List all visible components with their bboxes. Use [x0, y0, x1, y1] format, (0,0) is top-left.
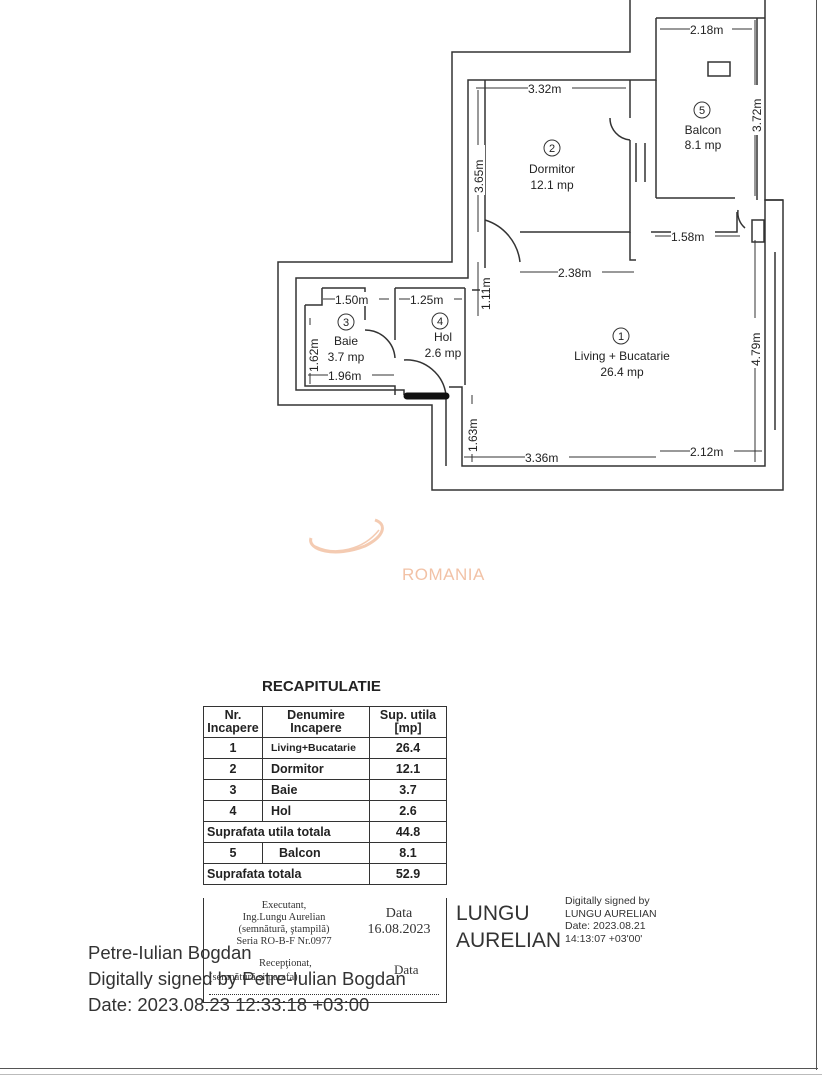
cell-name: Balcon: [262, 842, 370, 864]
watermark-logo-icon: [309, 518, 384, 554]
signature-line: Digitally signed by Petre-Iulian Bogdan: [88, 968, 406, 989]
page-edge: [0, 1074, 822, 1075]
dim-hol-height: 1.11m: [479, 278, 493, 310]
room-name: Hol: [434, 330, 452, 344]
cell-value: 2.6: [369, 800, 447, 822]
dotted-line: [209, 994, 439, 995]
header-denumire: Denumire Incapere: [262, 706, 370, 738]
receptionat-label: Recepţionat,: [259, 958, 312, 969]
signature-line: 14:13:07 +03'00': [565, 932, 643, 945]
cell-sup-totala-value: 52.9: [369, 863, 447, 885]
room-area: 3.7 mp: [328, 350, 365, 364]
header-nr: Nr. Incapere: [203, 706, 263, 738]
cell-nr: 5: [203, 842, 263, 864]
cell-sup-totala-label: Suprafata totala: [203, 863, 370, 885]
signature-line: Digitally signed by: [565, 895, 650, 907]
table-row: 5 Balcon 8.1: [203, 842, 447, 864]
cell-value: 3.7: [369, 779, 447, 801]
recap-title: RECAPITULATIE: [262, 678, 381, 695]
digital-signature-petre: Petre-Iulian Bogdan Digitally signed by …: [88, 940, 406, 1018]
signature-line: LUNGU AURELIAN: [565, 907, 657, 920]
dim-living-top-right: 1.58m: [671, 230, 704, 244]
receptionat-date-label: Data: [394, 962, 419, 977]
recap-table: Nr. Incapere Denumire Incapere Sup. util…: [203, 706, 447, 885]
page-border-right: [816, 0, 817, 1070]
digital-signature-lungu: Digitally signed by LUNGU AURELIAN Date:…: [565, 895, 657, 945]
receptionat-note: (semnătură și parafa): [209, 972, 298, 983]
cell-nr: 3: [203, 779, 263, 801]
room-area: 8.1 mp: [685, 138, 722, 152]
cell-nr: 2: [203, 758, 263, 780]
header-sup: Sup. utila [mp]: [369, 706, 447, 738]
cell-sup-utila-label: Suprafata utila totala: [203, 821, 370, 843]
executant-block: Executant, Ing.Lungu Aurelian (semnătură…: [209, 900, 359, 948]
dim-living-bottom-right: 2.12m: [690, 445, 723, 459]
signer-name: Petre-Iulian Bogdan: [88, 942, 252, 963]
cell-nr: 4: [203, 800, 263, 822]
room-number: 4: [437, 316, 443, 328]
cell-name: Baie: [262, 779, 370, 801]
cell-sup-utila-value: 44.8: [369, 821, 447, 843]
watermark-text: ROMANIA: [402, 565, 485, 584]
dim-living-top: 2.38m: [558, 266, 591, 280]
floor-plan: 2.18m 3.72m 3.32m 3.65m 1.58m 2.38m 1.11…: [277, 0, 784, 491]
date-label: Data: [385, 906, 413, 921]
cell-name: Dormitor: [262, 758, 370, 780]
table-row: 3 Baie 3.7: [203, 779, 447, 801]
dim-dormitor-height: 3.65m: [472, 160, 486, 193]
cell-value: 8.1: [369, 842, 447, 864]
executant-label: Executant,: [261, 900, 307, 911]
cell-name: Living+Bucatarie: [262, 737, 370, 759]
dim-living-right: 4.79m: [749, 333, 763, 366]
table-row: 1 Living+Bucatarie 26.4: [203, 737, 447, 759]
room-name: Balcon: [685, 123, 722, 137]
room-name: Baie: [334, 334, 358, 348]
table-row-sup-utila: Suprafata utila totala 44.8: [203, 821, 447, 843]
signature-line: Date: 2023.08.23 12:33:18 +03:00: [88, 994, 370, 1015]
table-header-row: Nr. Incapere Denumire Incapere Sup. util…: [203, 706, 447, 738]
room-number: 5: [699, 105, 705, 117]
table-row-sup-totala: Suprafata totala 52.9: [203, 863, 447, 885]
dim-living-bottom: 3.36m: [525, 451, 558, 465]
cell-nr: 1: [203, 737, 263, 759]
cell-name: Hol: [262, 800, 370, 822]
dim-hol-top: 1.25m: [410, 293, 443, 307]
dim-balcon-width: 2.18m: [690, 23, 723, 37]
room-name: Dormitor: [529, 162, 575, 176]
signer-name-lungu: LUNGU AURELIAN: [456, 900, 561, 954]
executant-date-block: Data 16.08.2023: [354, 906, 444, 938]
executant-note: (semnătură, ştampilă): [238, 924, 330, 935]
cell-value: 26.4: [369, 737, 447, 759]
signer-name-line: AURELIAN: [456, 929, 562, 952]
room-name: Living + Bucatarie: [574, 349, 670, 363]
dim-entry-height: 1.63m: [466, 419, 480, 452]
room-number: 3: [343, 317, 349, 329]
room-area: 12.1 mp: [530, 178, 574, 192]
room-number: 1: [618, 331, 624, 343]
dim-baie-height: 1.62m: [307, 339, 321, 372]
dim-baie-top: 1.50m: [335, 293, 368, 307]
signer-name-line: LUNGU: [456, 902, 530, 925]
dim-dormitor-width: 3.32m: [528, 82, 561, 96]
cell-value: 12.1: [369, 758, 447, 780]
signature-line: Date: 2023.08.21: [565, 920, 646, 932]
dim-baie-bottom: 1.96m: [328, 369, 361, 383]
executant-name: Ing.Lungu Aurelian: [242, 912, 326, 923]
room-area: 26.4 mp: [600, 365, 644, 379]
table-row: 4 Hol 2.6: [203, 800, 447, 822]
executant-serial: Seria RO-B-F Nr.0977: [236, 936, 332, 947]
room-area: 2.6 mp: [425, 346, 462, 360]
signature-box: Executant, Ing.Lungu Aurelian (semnătură…: [203, 898, 447, 1003]
room-number: 2: [549, 143, 555, 155]
dim-balcon-height: 3.72m: [750, 99, 764, 132]
table-row: 2 Dormitor 12.1: [203, 758, 447, 780]
page-border-bottom: [0, 1068, 818, 1069]
date-value: 16.08.2023: [367, 922, 431, 937]
